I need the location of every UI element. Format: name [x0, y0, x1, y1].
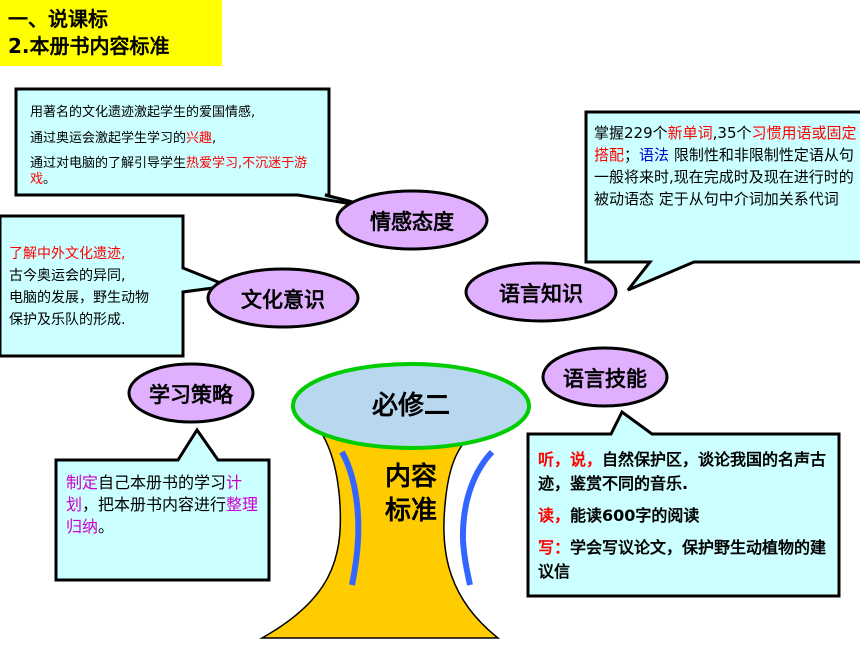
section-heading: 一、说课标 [8, 7, 108, 31]
culture-line1: 了解中外文化遗迹, [9, 246, 126, 262]
strategy-oval [127, 362, 255, 424]
culture-line3: 电脑的发展，野生动物 [9, 290, 149, 306]
node-language-skill: 语言技能 [563, 367, 647, 391]
trunk-stripe-left [339, 450, 362, 586]
center-trunk-line2: 标准 [384, 496, 437, 526]
knowledge-oval [464, 261, 618, 323]
knowledge-callout-shape [584, 110, 860, 292]
skill-callout-text: 听，说，自然保护区，谈论我国的名声古迹，鉴赏不同的音乐. 读，能读600字的阅读… [538, 448, 834, 584]
strategy-callout-text: 制定自己本册书的学习计划，把本册书内容进行整理归纳。 [66, 473, 259, 536]
culture-line2: 古今奥运会的异同, [9, 268, 126, 284]
emotion-oval [335, 189, 489, 251]
node-strategy: 学习策略 [149, 383, 233, 407]
center-top-oval [291, 362, 531, 450]
culture-callout-text: 了解中外文化遗迹, 古今奥运会的异同, 电脑的发展，野生动物 保护及乐队的形成. [9, 243, 187, 331]
title-banner: 一、说课标 2.本册书内容标准 [0, 0, 222, 66]
strategy-callout-shape [54, 427, 271, 582]
skill-read: 读，能读600字的阅读 [538, 506, 700, 525]
center-top-label: 必修二 [371, 391, 450, 421]
page-subtitle: 2.本册书内容标准 [8, 34, 170, 58]
emotion-callout-text: 用著名的文化遗迹激起学生的爱国情感, 通过奥运会激起学生学习的兴趣, 通过对电脑… [30, 100, 322, 188]
emotion-line3: 通过对电脑的了解引导学生热爱学习,不沉迷于游戏。 [30, 156, 308, 187]
node-emotion: 情感态度 [370, 210, 454, 234]
skill-listen-speak: 听，说，自然保护区，谈论我国的名声古迹，鉴赏不同的音乐. [538, 450, 827, 493]
tree-trunk [259, 419, 501, 639]
skill-callout-shape [526, 409, 841, 598]
emotion-callout-shape [14, 87, 377, 210]
emotion-line1: 用著名的文化遗迹激起学生的爱国情感, [30, 105, 256, 120]
culture-callout-shape [0, 214, 234, 358]
center-trunk-line1: 内容 [384, 462, 437, 492]
culture-oval [206, 267, 360, 329]
node-language-knowledge: 语言知识 [499, 282, 583, 306]
trunk-stripe-right [459, 449, 495, 586]
skill-write: 写：学会写议论文，保护野生动植物的建议信 [538, 538, 827, 581]
culture-line4: 保护及乐队的形成. [9, 312, 126, 328]
emotion-line2: 通过奥运会激起学生学习的兴趣, [30, 131, 217, 146]
knowledge-callout-text: 掌握229个新单词,35个习惯用语或固定搭配；语法 限制性和非限制性定语从句 一… [594, 124, 857, 208]
skill-oval [541, 346, 669, 408]
node-culture: 文化意识 [241, 288, 325, 312]
